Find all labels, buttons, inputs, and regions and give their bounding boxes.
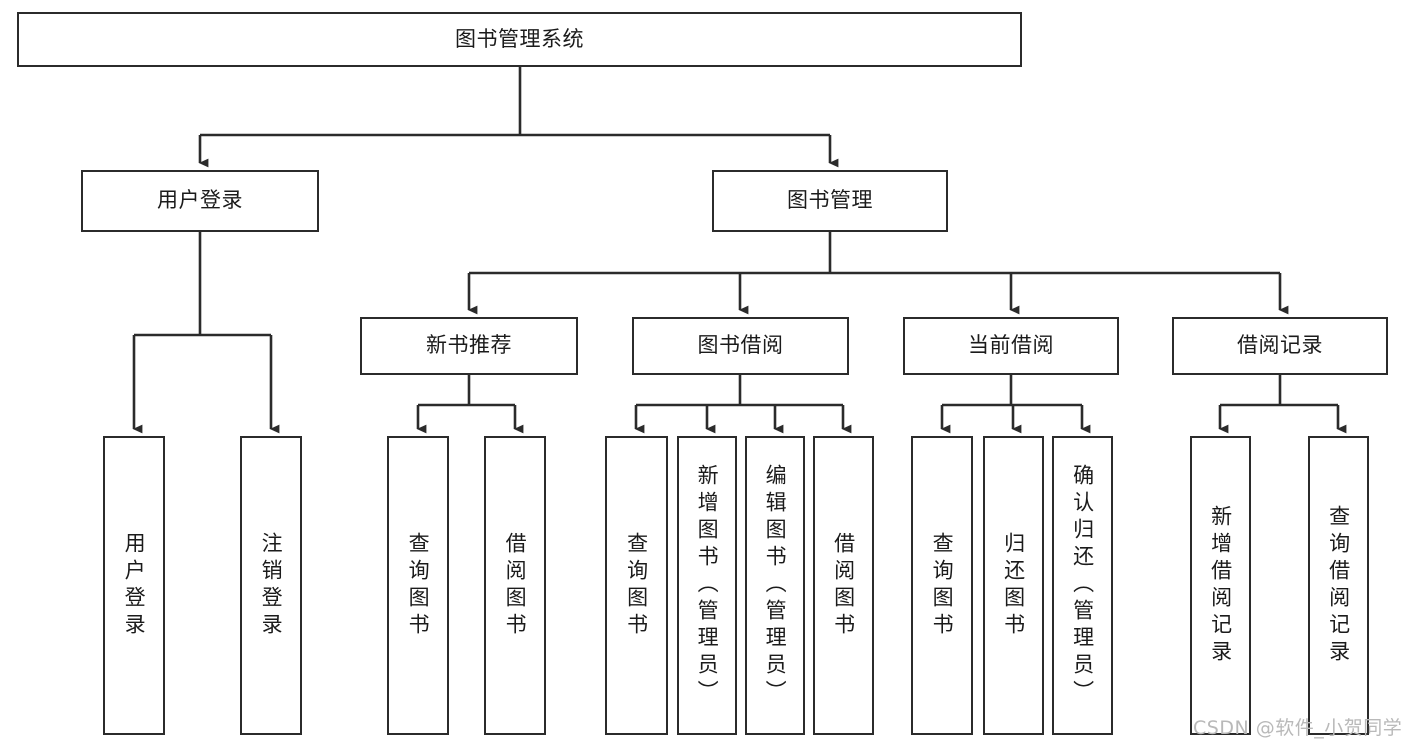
node-leaf-borrow-add-book[interactable]: 新增图书（管理员）	[677, 436, 737, 735]
node-leaf-borrow-query-book-label: 查询图书	[624, 531, 649, 640]
node-leaf-user-logout-label: 注销登录	[259, 531, 284, 640]
node-leaf-cur-return-book-label: 归还图书	[1001, 531, 1026, 640]
node-leaf-borrow-edit-book-label: 编辑图书（管理员）	[763, 464, 788, 707]
node-new-book-rec[interactable]: 新书推荐	[360, 317, 578, 375]
node-leaf-borrow-add-book-label: 新增图书（管理员）	[695, 464, 720, 707]
node-leaf-rec-query-book-label: 查询图书	[406, 531, 431, 640]
node-user-login-label: 用户登录	[157, 188, 243, 213]
node-leaf-borrow-query-book[interactable]: 查询图书	[605, 436, 668, 735]
node-leaf-cur-query-book[interactable]: 查询图书	[911, 436, 973, 735]
node-leaf-rec-add-record[interactable]: 新增借阅记录	[1190, 436, 1251, 735]
csdn-watermark: CSDN @软件_小贺同学	[1193, 717, 1403, 739]
node-leaf-borrow-edit-book[interactable]: 编辑图书（管理员）	[745, 436, 805, 735]
node-borrow-record[interactable]: 借阅记录	[1172, 317, 1388, 375]
node-leaf-rec-query-record-label: 查询借阅记录	[1326, 504, 1351, 667]
node-current-borrow-label: 当前借阅	[968, 333, 1054, 358]
node-user-login[interactable]: 用户登录	[81, 170, 319, 232]
node-leaf-rec-query-record[interactable]: 查询借阅记录	[1308, 436, 1369, 735]
node-leaf-cur-confirm-return[interactable]: 确认归还（管理员）	[1052, 436, 1113, 735]
node-leaf-borrow-lend-book-label: 借阅图书	[831, 531, 856, 640]
node-leaf-rec-query-book[interactable]: 查询图书	[387, 436, 449, 735]
node-leaf-user-login-label: 用户登录	[122, 531, 147, 640]
node-book-borrow[interactable]: 图书借阅	[632, 317, 849, 375]
node-leaf-borrow-lend-book[interactable]: 借阅图书	[813, 436, 874, 735]
node-book-manage[interactable]: 图书管理	[712, 170, 948, 232]
node-leaf-cur-return-book[interactable]: 归还图书	[983, 436, 1044, 735]
node-leaf-cur-confirm-return-label: 确认归还（管理员）	[1070, 464, 1095, 707]
node-leaf-rec-borrow-book[interactable]: 借阅图书	[484, 436, 546, 735]
node-book-manage-label: 图书管理	[787, 188, 873, 213]
node-borrow-record-label: 借阅记录	[1237, 333, 1323, 358]
node-leaf-user-login[interactable]: 用户登录	[103, 436, 165, 735]
node-new-book-rec-label: 新书推荐	[426, 333, 512, 358]
node-leaf-rec-borrow-book-label: 借阅图书	[503, 531, 528, 640]
node-current-borrow[interactable]: 当前借阅	[903, 317, 1119, 375]
node-root[interactable]: 图书管理系统	[17, 12, 1022, 67]
node-root-label: 图书管理系统	[455, 26, 584, 51]
node-leaf-rec-add-record-label: 新增借阅记录	[1208, 504, 1233, 667]
node-leaf-cur-query-book-label: 查询图书	[930, 531, 955, 640]
node-leaf-user-logout[interactable]: 注销登录	[240, 436, 302, 735]
node-book-borrow-label: 图书借阅	[697, 333, 784, 358]
